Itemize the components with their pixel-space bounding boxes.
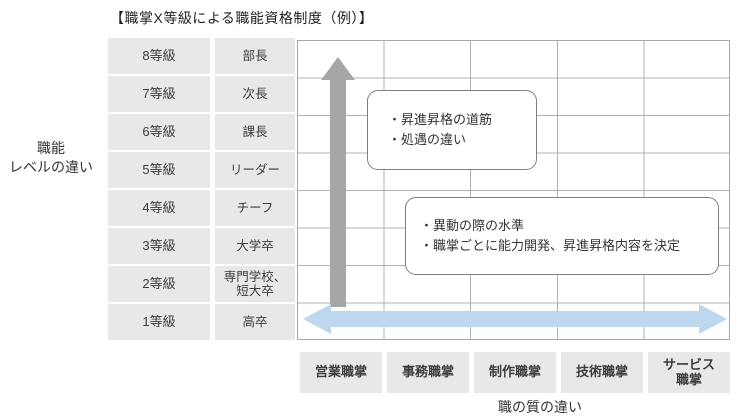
job-category-production: 制作職掌	[474, 352, 556, 393]
grade-cell: 6等級	[108, 114, 210, 150]
callout-line: ・異動の際の水準	[420, 217, 525, 233]
grade-cell: 5等級	[108, 152, 210, 188]
y-axis-label: 職能 レベルの違い	[9, 140, 93, 175]
grade-cell: 4等級	[108, 190, 210, 226]
matrix-grid	[297, 40, 730, 340]
role-cell: チーフ	[215, 190, 295, 226]
callout-transfer-standard: ・異動の際の水準 ・職掌ごとに能力開発、昇進昇格内容を決定	[405, 197, 719, 275]
page-title: 【職掌X等級による職能資格制度（例）】	[110, 10, 374, 26]
role-cell: 課長	[215, 114, 295, 150]
callout-promotion-path: ・昇進昇格の道筋 ・処遇の違い	[367, 90, 537, 170]
callout-line: ・昇進昇格の道筋	[388, 111, 493, 127]
grade-cell: 7等級	[108, 76, 210, 112]
grade-column: 8等級 7等級 6等級 5等級 4等級 3等級 2等級 1等級	[108, 38, 210, 340]
role-cell: 部長	[215, 38, 295, 74]
job-category-row: 営業職掌 事務職掌 制作職掌 技術職掌 サービス 職掌	[300, 352, 730, 393]
role-cell: 専門学校、 短大卒	[215, 266, 295, 302]
job-category-clerical: 事務職掌	[387, 352, 469, 393]
callout-line: ・処遇の違い	[388, 132, 467, 147]
x-axis-label: 職の質の違い	[498, 399, 582, 415]
job-category-technical: 技術職掌	[561, 352, 643, 393]
callout-line: ・職掌ごとに能力開発、昇進昇格内容を決定	[420, 238, 681, 253]
role-cell: 次長	[215, 76, 295, 112]
job-category-service: サービス 職掌	[648, 352, 730, 393]
grade-cell: 8等級	[108, 38, 210, 74]
grade-cell: 1等級	[108, 304, 210, 340]
role-cell: リーダー	[215, 152, 295, 188]
grade-cell: 3等級	[108, 228, 210, 264]
grade-cell: 2等級	[108, 266, 210, 302]
role-cell: 高卒	[215, 304, 295, 340]
role-cell: 大学卒	[215, 228, 295, 264]
job-category-sales: 営業職掌	[300, 352, 382, 393]
role-column: 部長 次長 課長 リーダー チーフ 大学卒 専門学校、 短大卒 高卒	[215, 38, 295, 340]
